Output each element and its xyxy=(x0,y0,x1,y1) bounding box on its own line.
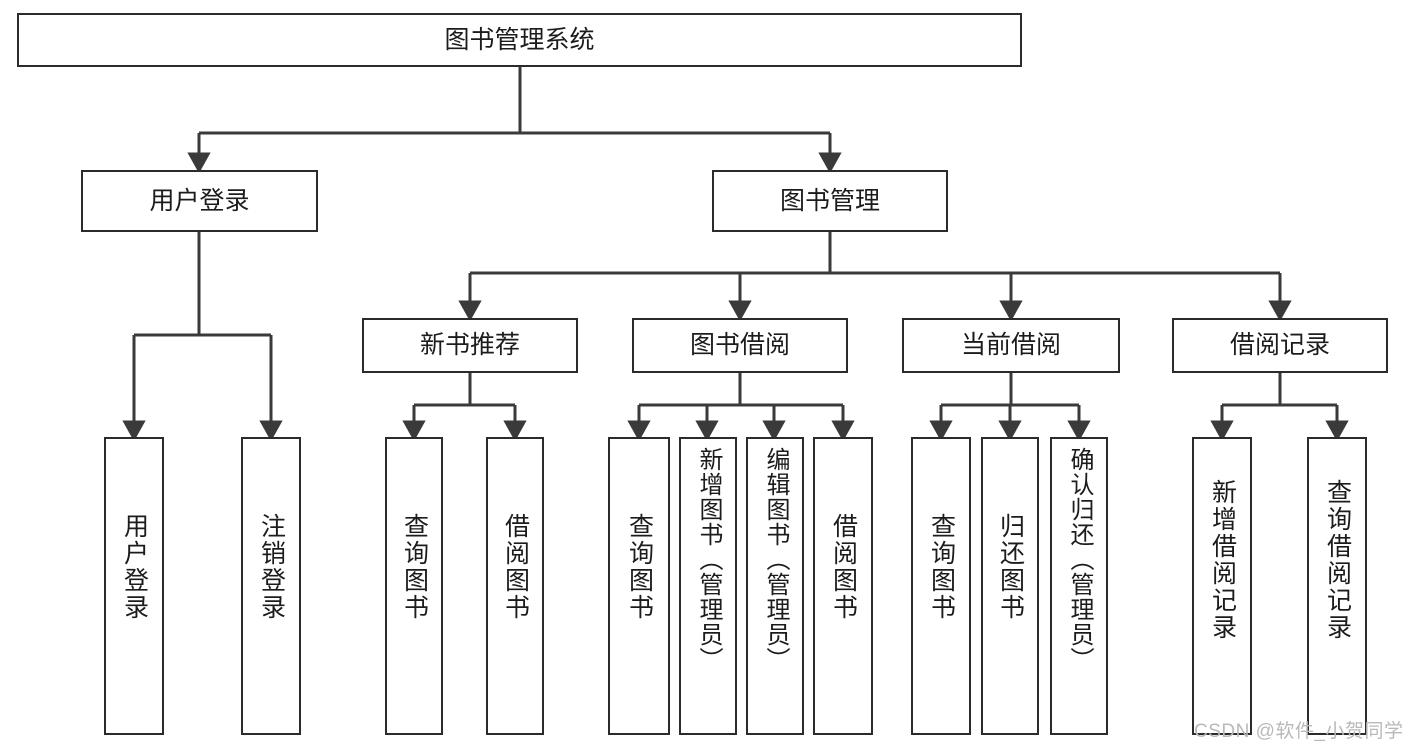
node-leaf-current-confirm-return-label: 确认归还（管理员） xyxy=(1066,447,1093,672)
node-leaf-newbook-query-label: 查询图书 xyxy=(400,513,429,621)
node-leaf-records-query[interactable]: 查询借阅记录 xyxy=(1307,437,1367,735)
node-leaf-borrow-query[interactable]: 查询图书 xyxy=(608,437,670,735)
node-leaf-newbook-borrow[interactable]: 借阅图书 xyxy=(486,437,544,735)
node-leaf-newbook-borrow-label: 借阅图书 xyxy=(501,513,530,621)
node-root-system[interactable]: 图书管理系统 xyxy=(17,13,1022,67)
node-new-book-recommend-label: 新书推荐 xyxy=(419,331,520,360)
node-leaf-current-query[interactable]: 查询图书 xyxy=(911,437,971,735)
node-leaf-borrow-query-label: 查询图书 xyxy=(625,513,654,621)
node-leaf-borrow-edit-book[interactable]: 编辑图书（管理员） xyxy=(746,437,804,735)
node-root-system-label: 图书管理系统 xyxy=(444,25,595,54)
node-leaf-user-login-label: 用户登录 xyxy=(120,513,149,621)
node-leaf-borrow-edit-book-label: 编辑图书（管理员） xyxy=(762,447,789,672)
node-borrow-records-label: 借阅记录 xyxy=(1229,331,1330,360)
node-leaf-user-logout-label: 注销登录 xyxy=(257,513,286,621)
node-leaf-borrow-borrow-book-label: 借阅图书 xyxy=(829,513,858,621)
node-user-login-label: 用户登录 xyxy=(149,186,250,215)
node-leaf-records-add[interactable]: 新增借阅记录 xyxy=(1192,437,1252,735)
node-new-book-recommend[interactable]: 新书推荐 xyxy=(362,318,578,373)
node-borrow-records[interactable]: 借阅记录 xyxy=(1172,318,1388,373)
node-leaf-borrow-borrow-book[interactable]: 借阅图书 xyxy=(813,437,873,735)
node-leaf-newbook-query[interactable]: 查询图书 xyxy=(385,437,443,735)
node-leaf-records-query-label: 查询借阅记录 xyxy=(1323,479,1352,641)
node-book-borrow-label: 图书借阅 xyxy=(689,331,790,360)
node-leaf-current-confirm-return[interactable]: 确认归还（管理员） xyxy=(1050,437,1108,735)
node-leaf-borrow-add-book-label: 新增图书（管理员） xyxy=(695,447,722,672)
node-user-login[interactable]: 用户登录 xyxy=(81,170,318,232)
node-leaf-records-add-label: 新增借阅记录 xyxy=(1208,479,1237,641)
node-current-borrow-label: 当前借阅 xyxy=(960,331,1061,360)
node-book-management-label: 图书管理 xyxy=(779,186,880,215)
node-leaf-current-query-label: 查询图书 xyxy=(927,513,956,621)
node-book-borrow[interactable]: 图书借阅 xyxy=(632,318,848,373)
node-leaf-user-logout[interactable]: 注销登录 xyxy=(241,437,301,735)
node-leaf-borrow-add-book[interactable]: 新增图书（管理员） xyxy=(679,437,737,735)
node-book-management[interactable]: 图书管理 xyxy=(712,170,948,232)
node-leaf-user-login[interactable]: 用户登录 xyxy=(104,437,164,735)
node-leaf-current-return-label: 归还图书 xyxy=(996,513,1025,621)
node-current-borrow[interactable]: 当前借阅 xyxy=(902,318,1120,373)
node-leaf-current-return[interactable]: 归还图书 xyxy=(981,437,1039,735)
csdn-watermark: CSDN @软件_小贺同学 xyxy=(1194,721,1404,742)
